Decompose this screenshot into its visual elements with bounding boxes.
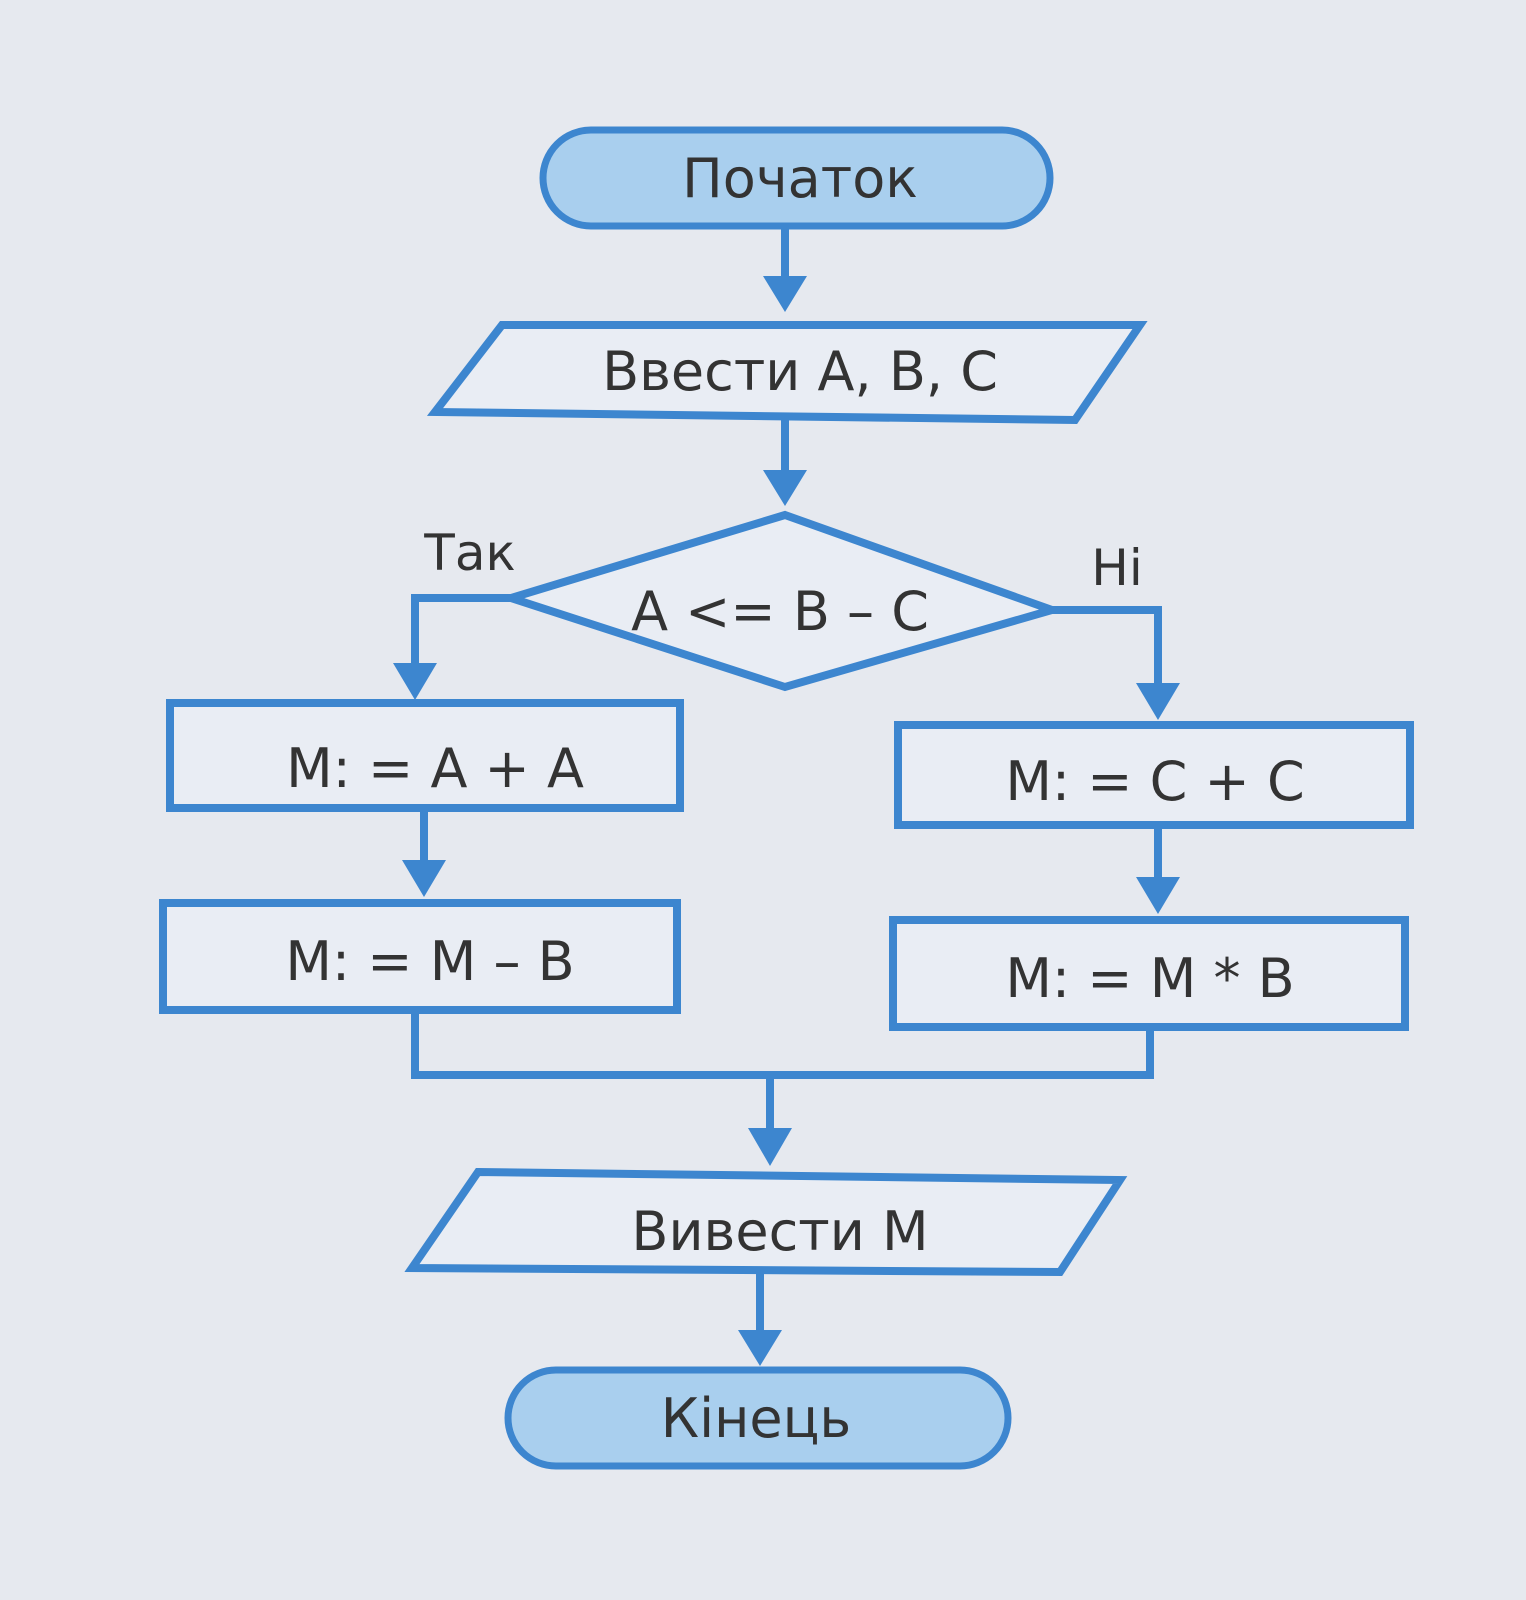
yes-label: Так — [423, 524, 515, 582]
arrowhead-icon — [763, 470, 807, 506]
yes-step1-block — [166, 699, 684, 812]
no-label: Ні — [1091, 539, 1143, 597]
arrowhead-icon — [1136, 877, 1180, 914]
start-label: Початок — [682, 147, 918, 210]
input-block — [426, 321, 1148, 425]
no-step1-label: M: = C + C — [1005, 750, 1304, 813]
arrowhead-icon — [748, 1128, 792, 1166]
arrowhead-icon — [738, 1330, 782, 1366]
arrowhead-icon — [402, 860, 446, 897]
connector-no-branch — [1052, 606, 1162, 690]
start-terminal — [539, 126, 1054, 230]
arrowhead-icon — [1136, 683, 1180, 720]
connector-yes-branch — [411, 594, 511, 668]
arrowhead-icon — [763, 276, 807, 312]
connectors — [411, 225, 1162, 1340]
output-label: Вивести M — [631, 1200, 928, 1263]
yes-step2-block — [159, 899, 681, 1014]
arrowhead-icon — [393, 663, 437, 700]
connector-merge — [411, 1010, 1154, 1079]
no-step2-block — [889, 916, 1409, 1031]
output-block — [404, 1167, 1128, 1277]
end-label: Кінець — [661, 1387, 851, 1450]
input-label: Ввести A, B, C — [602, 340, 998, 403]
yes-step1-label: M: = A + A — [286, 737, 584, 800]
no-step2-label: M: = M * B — [1005, 947, 1294, 1010]
no-step1-block — [894, 721, 1414, 829]
yes-step2-label: M: = M – B — [285, 930, 574, 993]
condition-label: A <= B – C — [631, 580, 929, 643]
arrowheads — [393, 276, 1180, 1366]
end-terminal — [504, 1366, 1012, 1470]
condition-diamond — [497, 510, 1066, 692]
